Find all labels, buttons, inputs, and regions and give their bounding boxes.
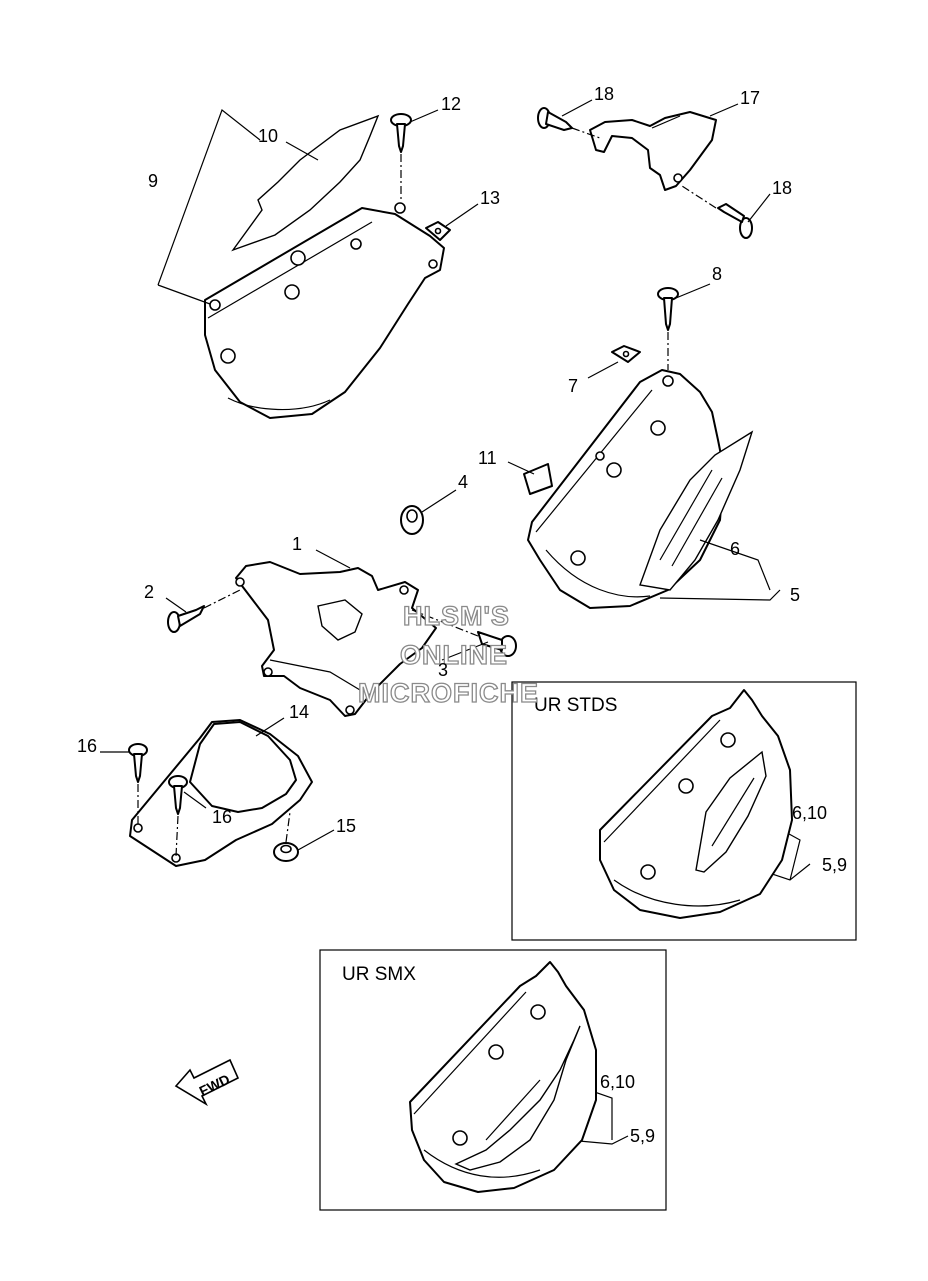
screw-16a: [128, 743, 148, 783]
callout-6: 6: [730, 539, 740, 559]
callout-3: 3: [438, 660, 448, 680]
bolt-18a: [537, 107, 573, 131]
screw-12: [390, 113, 412, 153]
callout-12: 12: [441, 94, 461, 114]
callout-13: 13: [480, 188, 500, 208]
nut-7: [611, 345, 641, 363]
callout-smx-6-10: 6,10: [600, 1072, 635, 1092]
callout-smx-5-9: 5,9: [630, 1126, 655, 1146]
watermark-line2: ONLINE: [400, 640, 508, 670]
callout-11: 11: [478, 448, 497, 468]
callout-10: 10: [258, 126, 278, 146]
grommet-15: [273, 842, 299, 862]
callout-18a: 18: [594, 84, 614, 104]
callout-1: 1: [292, 534, 302, 554]
callout-18b: 18: [772, 178, 792, 198]
inset-ur-smx-title: UR SMX: [342, 964, 416, 985]
callout-5: 5: [790, 585, 800, 605]
watermark-line1: HLSM'S: [403, 601, 510, 631]
left-cover-decal: [231, 114, 380, 252]
callouts: 10 9 12 13 18 17 18 8 7 11 4 6 5 1 2 3 1…: [77, 84, 847, 1146]
right-cover-decal: [639, 430, 754, 591]
callout-8: 8: [712, 264, 722, 284]
screw-16b: [168, 775, 188, 815]
bolt-2: [167, 605, 205, 633]
callout-2: 2: [144, 582, 154, 602]
callout-9: 9: [148, 171, 158, 191]
screw-8: [657, 287, 679, 331]
front-cowl: [235, 561, 437, 717]
callout-7: 7: [568, 376, 578, 396]
bracket-17: [589, 111, 717, 191]
under-tray: [129, 719, 313, 867]
label-11: [523, 463, 553, 495]
callout-16b: 16: [212, 807, 232, 827]
collar-4: [400, 505, 424, 535]
callout-14: 14: [289, 702, 309, 722]
watermark-line3: MICROFICHE: [358, 678, 539, 708]
callout-15: 15: [336, 816, 356, 836]
left-side-cover: [204, 202, 445, 419]
bolt-3: [477, 631, 517, 657]
bolt-18b: [717, 203, 753, 239]
callout-16a: 16: [77, 736, 97, 756]
callout-stds-6-10: 6,10: [792, 803, 827, 823]
inset-ur-stds-title: UR STDS: [534, 695, 617, 716]
inset-ur-smx: UR SMX: [319, 949, 667, 1211]
watermark: HLSM'S ONLINE MICROFICHE: [357, 600, 539, 708]
nut-13: [425, 221, 451, 241]
callout-4: 4: [458, 472, 468, 492]
callout-17: 17: [740, 88, 760, 108]
callout-stds-5-9: 5,9: [822, 855, 847, 875]
inset-ur-stds: UR STDS: [511, 681, 857, 941]
fwd-arrow-icon: FWD: [174, 1058, 240, 1107]
